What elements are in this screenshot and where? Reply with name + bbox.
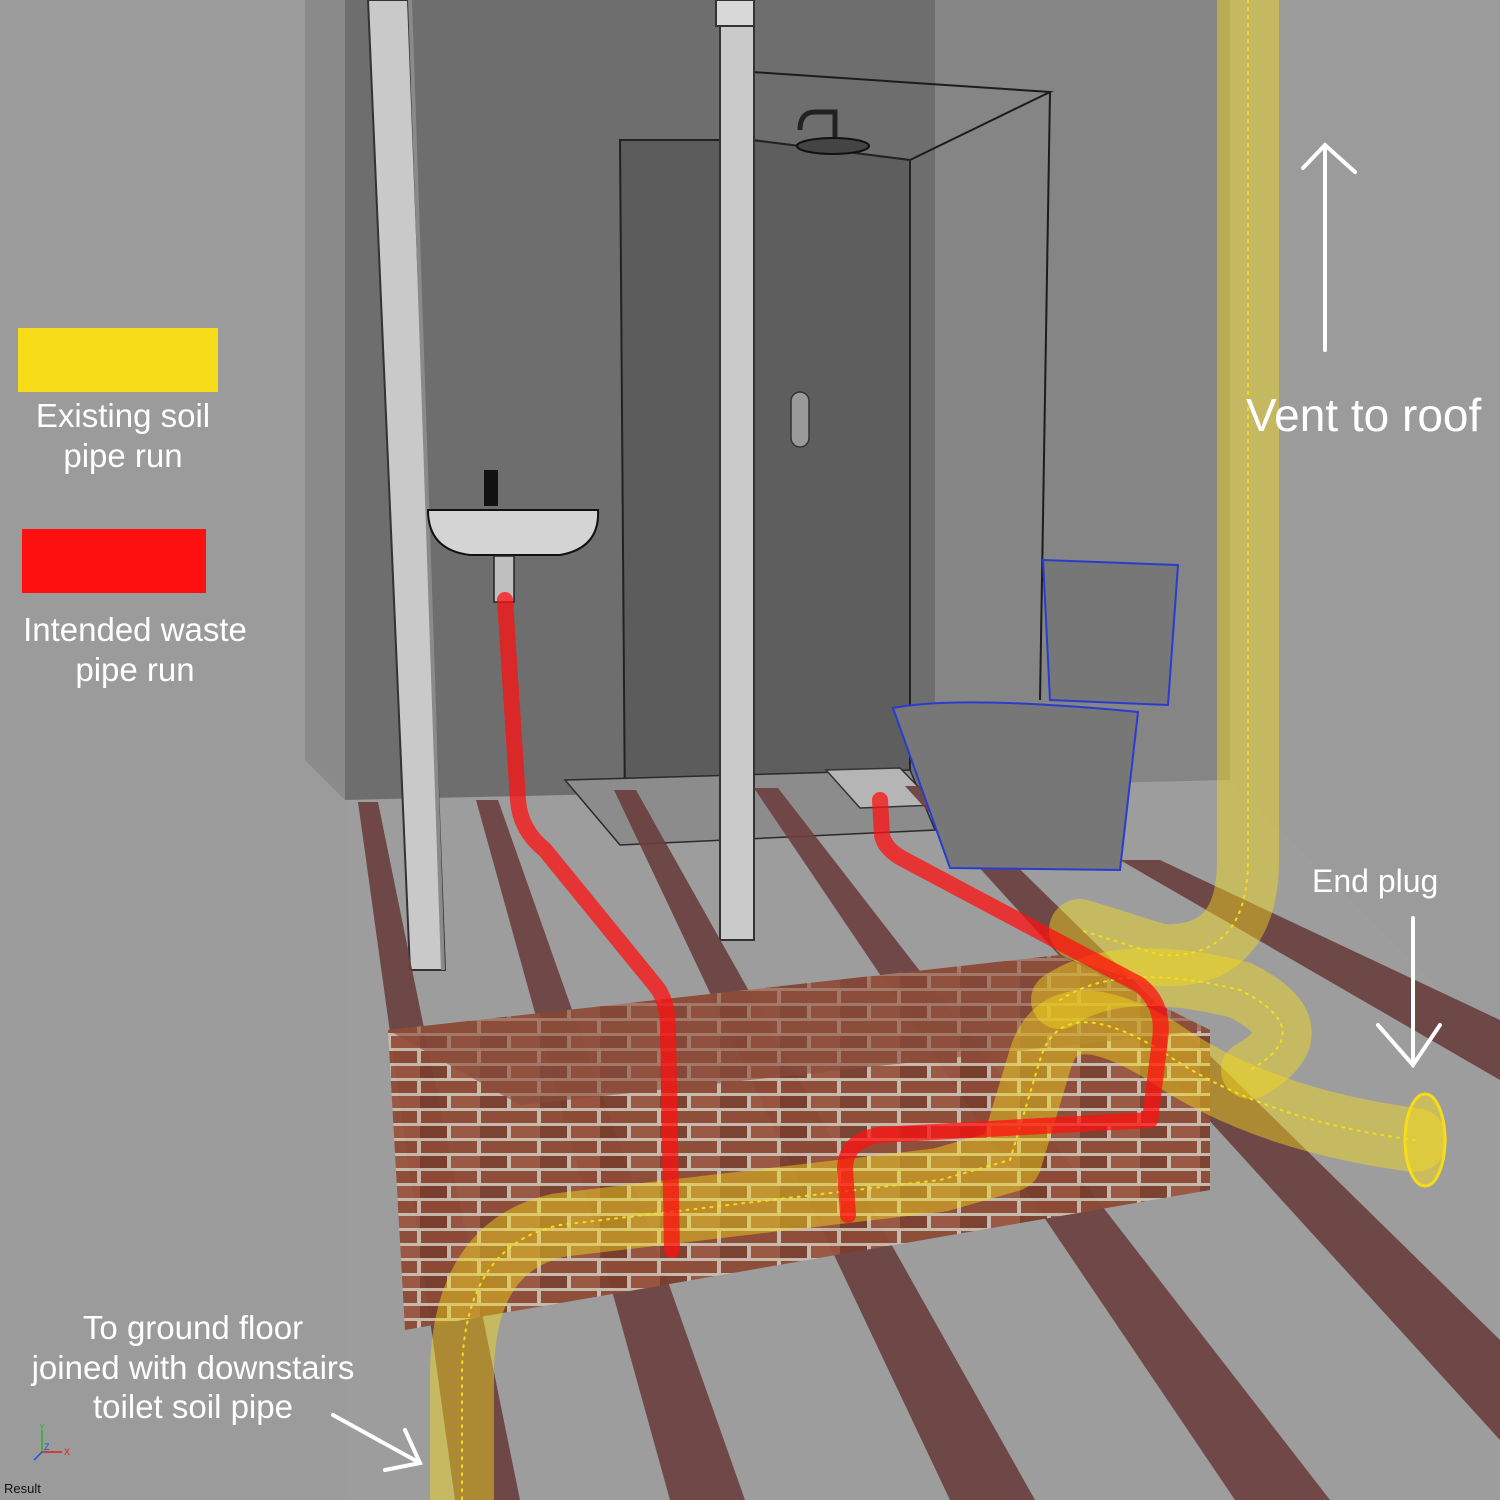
wash-basin (426, 470, 600, 603)
basin-waste-run (497, 592, 680, 1258)
toilet (891, 558, 1180, 872)
shower-door (751, 138, 911, 832)
joist-6 (1120, 860, 1500, 1080)
shower-door-handle (790, 391, 810, 448)
ground-floor-label: To ground floor joined with downstairs t… (31, 1309, 355, 1426)
left-wall-edge (305, 0, 345, 800)
basin-bowl (426, 509, 600, 556)
axis-x-label: X (64, 1447, 70, 1457)
legend-intended-label: Intended waste pipe run (23, 611, 247, 688)
basin-tap-icon (484, 470, 498, 506)
down-arrow-icon (1376, 916, 1442, 1069)
end-plug-icon (1403, 1092, 1447, 1188)
shower-enclosure (563, 70, 1054, 846)
toilet-pan (891, 701, 1140, 872)
shower-waste-run (837, 792, 1169, 1223)
middle-stud (719, 0, 755, 941)
diagonal-arrow-icon (331, 1413, 423, 1472)
intended-waste-pipe (497, 592, 1169, 1258)
legend-existing-label: Existing soil pipe run (35, 397, 211, 474)
viewport-mode-label: Result (4, 1481, 41, 1496)
shower-side-panel (618, 139, 721, 821)
axis-z-label: Z (44, 1442, 50, 1452)
brick-wall (388, 955, 1210, 1330)
left-stud-side (408, 0, 445, 970)
annotation-arrows (331, 142, 1442, 1472)
axis-gizmo-icon: Y Z X (33, 1424, 70, 1461)
up-arrow-icon (1301, 142, 1357, 352)
vent-to-roof-label: Vent to roof (1246, 389, 1482, 441)
toilet-cistern (1041, 558, 1180, 707)
vent-stack-mesh (1079, 0, 1249, 957)
axis-y-label: Y (39, 1424, 45, 1432)
timber-studs (366, 0, 755, 971)
legend-existing-swatch (18, 328, 218, 392)
horizontal-soil-run-mesh (461, 1021, 1416, 1500)
soil-pipe-loop-mesh (1059, 976, 1284, 1071)
shower-glass-edge-right (1039, 91, 1051, 701)
end-plug-label: End plug (1312, 863, 1439, 899)
shower-head-icon (796, 109, 870, 155)
brick-wall-top (388, 955, 1210, 1105)
legend-intended-swatch (22, 529, 206, 593)
existing-soil-pipe (430, 0, 1447, 1500)
middle-stud-cap (715, 0, 755, 27)
